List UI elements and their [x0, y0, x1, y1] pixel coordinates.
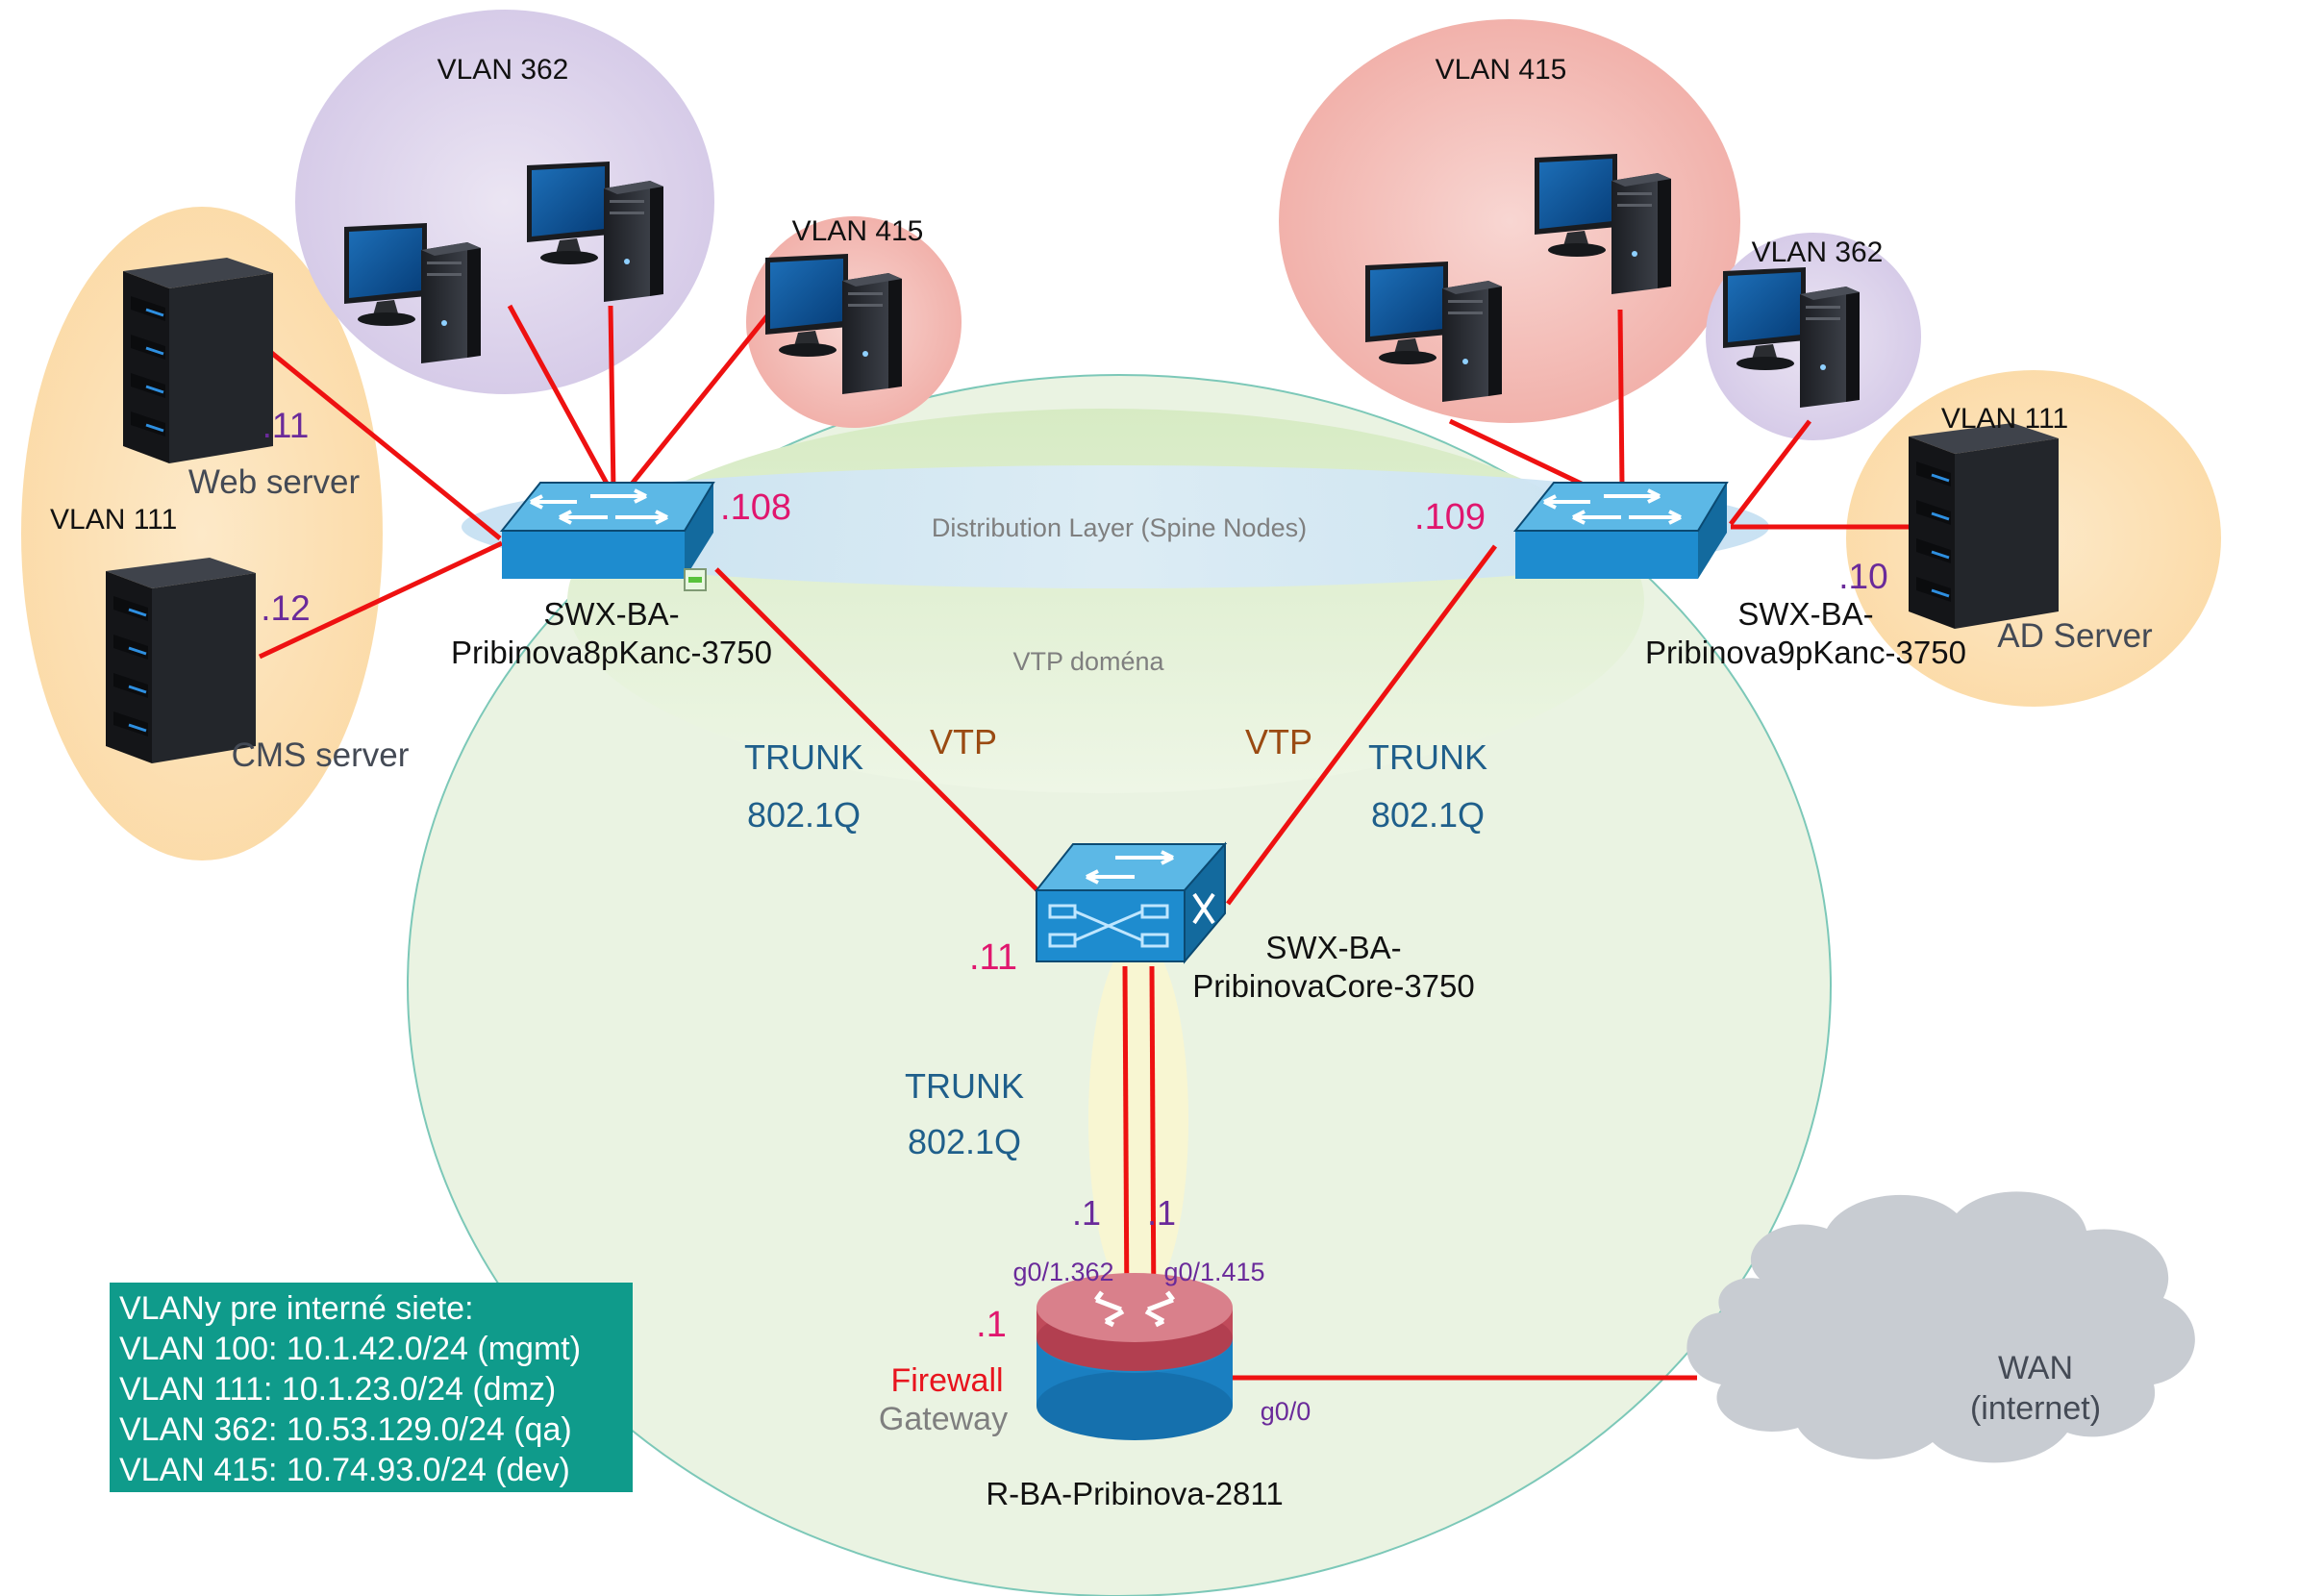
cms-server-ip: .12 — [261, 588, 310, 628]
right-switch-name-line2: Pribinova9pKanc-3750 — [1645, 635, 1966, 670]
core-switch-name-line1: SWX-BA- — [1265, 930, 1401, 965]
firewall-label: Firewall — [890, 1362, 1003, 1399]
vlan415-left-label: VLAN 415 — [792, 215, 924, 247]
link-right-uplink — [1225, 544, 1498, 906]
link-cms-server — [258, 540, 504, 660]
cms-server-icon — [104, 556, 258, 765]
link-right-pc1 — [1448, 418, 1593, 491]
distribution-layer-label: Distribution Layer (Spine Nodes) — [932, 513, 1307, 542]
web-server-label: Web server — [188, 463, 361, 501]
vlan111-right-label: VLAN 111 — [1941, 403, 2068, 435]
link-core-trunk-a — [1122, 965, 1130, 1318]
left-vtp-label: VTP — [930, 722, 997, 761]
left-trunk-label-line2: 802.1Q — [747, 795, 861, 835]
left-switch-icon — [500, 481, 715, 581]
ad-server-icon — [1907, 421, 2061, 631]
link-left-pc3 — [623, 312, 771, 494]
vlan111-left-label: VLAN 111 — [50, 504, 177, 536]
left-switch-name-line2: Pribinova8pKanc-3750 — [451, 635, 772, 670]
right-switch-ip: .109 — [1414, 497, 1486, 537]
link-right-pc3 — [1729, 419, 1811, 526]
vtp-domain-label: VTP doména — [1012, 647, 1164, 676]
cms-server-label: CMS server — [232, 736, 410, 774]
link-left-uplink — [714, 567, 1045, 898]
legend-line: VLAN 415: 10.74.93.0/24 (dev) — [119, 1452, 570, 1488]
vlan-legend: VLANy pre interné siete: VLAN 100: 10.1.… — [110, 1283, 633, 1492]
vlan362-right-label: VLAN 362 — [1752, 237, 1884, 268]
router-icon — [1037, 1273, 1233, 1440]
link-left-pc2 — [608, 305, 616, 491]
ad-server-ip: .10 — [1838, 557, 1887, 596]
gateway-label: Gateway — [879, 1401, 1008, 1437]
left-switch-name-line1: SWX-BA- — [543, 596, 679, 632]
vlan415-right-label: VLAN 415 — [1436, 54, 1567, 86]
core-trunk-label-line1: TRUNK — [905, 1066, 1024, 1106]
web-server-icon — [121, 256, 275, 465]
link-left-pc1 — [507, 304, 614, 494]
right-vtp-label: VTP — [1245, 722, 1312, 761]
legend-line: VLAN 362: 10.53.129.0/24 (qa) — [119, 1411, 572, 1448]
core-trunk-zone — [1088, 937, 1188, 1303]
subif-name-right: g0/1.415 — [1163, 1258, 1264, 1286]
link-core-trunk-b — [1149, 965, 1157, 1318]
right-switch-name-line1: SWX-BA- — [1737, 596, 1873, 632]
legend-line: VLAN 111: 10.1.23.0/24 (dmz) — [119, 1371, 557, 1408]
distribution-layer-zone — [462, 465, 1769, 588]
left-trunk-label-line1: TRUNK — [744, 737, 863, 777]
subif-ip-right: .1 — [1147, 1193, 1176, 1233]
core-switch-name-line2: PribinovaCore-3750 — [1192, 968, 1475, 1004]
wan-cloud — [1686, 1191, 2195, 1463]
link-web-server — [267, 349, 502, 540]
subif-name-left: g0/1.362 — [1012, 1258, 1113, 1286]
link-right-pc2 — [1617, 309, 1625, 486]
right-switch-icon — [1513, 481, 1729, 581]
router-ip: .1 — [976, 1305, 1007, 1345]
port-led-icon — [688, 577, 702, 583]
core-trunk-label-line2: 802.1Q — [908, 1122, 1021, 1161]
wan-label-line2: (internet) — [1970, 1390, 2101, 1427]
wan-label-line1: WAN — [1998, 1350, 2073, 1386]
subif-ip-left: .1 — [1072, 1193, 1101, 1233]
left-switch-ip: .108 — [720, 487, 791, 528]
vlan362-left-label: VLAN 362 — [437, 54, 569, 86]
right-trunk-label-line1: TRUNK — [1368, 737, 1487, 777]
wan-interface-label: g0/0 — [1261, 1397, 1311, 1426]
web-server-ip: .11 — [262, 406, 310, 445]
router-name: R-BA-Pribinova-2811 — [986, 1476, 1283, 1511]
core-switch-ip: .11 — [969, 937, 1017, 978]
legend-title: VLANy pre interné siete: — [119, 1290, 474, 1327]
right-trunk-label-line2: 802.1Q — [1371, 795, 1485, 835]
ad-server-label: AD Server — [1997, 617, 2153, 655]
legend-line: VLAN 100: 10.1.42.0/24 (mgmt) — [119, 1331, 582, 1367]
core-switch-icon — [1034, 841, 1228, 964]
